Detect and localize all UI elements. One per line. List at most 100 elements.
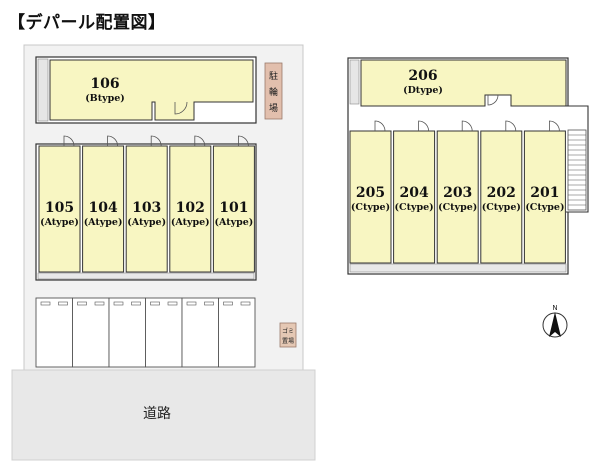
unit-204-number: 204 xyxy=(399,185,428,201)
unit-203-type: (Ctype) xyxy=(438,202,477,213)
parking-space-outline xyxy=(181,297,219,368)
door-icon xyxy=(150,135,162,147)
unit-101-number: 101 xyxy=(219,200,248,216)
unit-105: 105(Atype) xyxy=(38,135,81,273)
wheel-stop-icon xyxy=(186,301,197,306)
garbage-area: ゴミ 置場 xyxy=(279,322,297,348)
unit-106-number: 106 xyxy=(90,76,119,92)
unit-106 xyxy=(49,59,254,121)
staircase xyxy=(567,129,587,211)
door-icon xyxy=(194,135,206,147)
road-label: 道路 xyxy=(143,406,171,422)
building-right-balcony xyxy=(349,263,567,273)
building-left: 106 (Btype) 105(Atype)104(Atype)103(Atyp… xyxy=(35,56,257,281)
unit-104-number: 104 xyxy=(88,200,117,216)
unit-204-room xyxy=(393,130,436,264)
road xyxy=(11,369,316,461)
unit-203-room xyxy=(436,130,479,264)
unit-202: 202(Ctype) xyxy=(480,120,523,264)
unit-103-type: (Atype) xyxy=(127,217,166,228)
wheel-stop-icon xyxy=(223,301,233,306)
unit-206 xyxy=(360,59,567,107)
unit-104-type: (Atype) xyxy=(84,217,123,228)
unit-206-type: (Dtype) xyxy=(403,85,443,96)
door-icon xyxy=(487,94,499,106)
bicycle-parking-char-2: 輪 xyxy=(269,86,278,98)
wheel-stop-icon xyxy=(240,301,251,306)
unit-106-balcony xyxy=(37,58,49,122)
unit-105-number: 105 xyxy=(45,200,74,216)
wheel-stop-icon xyxy=(113,301,124,306)
unit-101-type: (Atype) xyxy=(215,217,254,228)
door-icon xyxy=(549,120,560,132)
unit-103-room xyxy=(125,145,168,273)
wheel-stop-icon xyxy=(77,301,87,306)
unit-105-room xyxy=(38,145,81,273)
wheel-stop-icon xyxy=(204,301,214,306)
north-arrow-icon xyxy=(549,312,561,337)
unit-104-room xyxy=(82,145,125,273)
wheel-stop-icon xyxy=(150,301,160,306)
door-icon xyxy=(374,120,386,132)
unit-202-type: (Ctype) xyxy=(482,202,521,213)
garbage-area-box xyxy=(279,322,297,348)
garbage-area-label-1: ゴミ xyxy=(282,327,294,335)
parking-space xyxy=(72,297,110,368)
page-title: 【デパール配置図】 xyxy=(8,13,166,33)
parking-space xyxy=(181,297,219,368)
unit-202-number: 202 xyxy=(487,185,516,201)
wheel-stop-icon xyxy=(58,301,68,306)
unit-204: 204(Ctype) xyxy=(393,120,436,264)
building-left-units: 105(Atype)104(Atype)103(Atype)102(Atype)… xyxy=(38,135,255,273)
unit-205-type: (Ctype) xyxy=(351,202,390,213)
wheel-stop-icon xyxy=(94,301,105,306)
unit-206-number: 206 xyxy=(408,68,437,84)
unit-205-room xyxy=(349,130,392,264)
parking-lot xyxy=(35,297,256,368)
parking-space-outline xyxy=(35,297,73,368)
parking-space-outline xyxy=(72,297,110,368)
unit-101-room xyxy=(212,145,255,273)
unit-201-number: 201 xyxy=(530,185,559,201)
unit-205: 205(Ctype) xyxy=(349,120,392,264)
building-left-balcony xyxy=(37,272,255,280)
unit-104: 104(Atype) xyxy=(82,135,125,273)
wheel-stop-icon xyxy=(167,301,178,306)
north-label: N xyxy=(552,304,557,312)
unit-201-room xyxy=(523,130,566,264)
bicycle-parking-char-1: 駐 xyxy=(269,70,278,82)
unit-204-type: (Ctype) xyxy=(395,202,434,213)
door-icon xyxy=(174,101,188,115)
parking-space-outline xyxy=(218,297,256,368)
wheel-stop-icon xyxy=(131,301,141,306)
building-right-units: 205(Ctype)204(Ctype)203(Ctype)202(Ctype)… xyxy=(349,120,566,264)
building-right-side-balcony xyxy=(349,59,360,105)
unit-101: 101(Atype) xyxy=(212,135,255,273)
parking-space-outline xyxy=(145,297,183,368)
unit-102: 102(Atype) xyxy=(169,135,212,273)
door-icon xyxy=(461,120,473,132)
unit-106-type: (Btype) xyxy=(85,93,125,104)
unit-105-type: (Atype) xyxy=(40,217,79,228)
north-arrow: N xyxy=(542,304,568,338)
parking-space-outline xyxy=(108,297,146,368)
door-icon xyxy=(418,120,429,132)
door-icon xyxy=(107,135,118,147)
unit-201: 201(Ctype) xyxy=(523,120,566,264)
unit-102-number: 102 xyxy=(176,200,205,216)
unit-203: 203(Ctype) xyxy=(436,120,479,264)
unit-201-type: (Ctype) xyxy=(525,202,564,213)
wheel-stop-icon xyxy=(40,301,51,306)
door-icon xyxy=(505,120,517,132)
bicycle-parking-area xyxy=(264,62,283,120)
parking-space xyxy=(108,297,146,368)
bicycle-parking-char-3: 場 xyxy=(269,102,278,114)
unit-102-room xyxy=(169,145,212,273)
garbage-area-label-2: 置場 xyxy=(282,337,294,345)
unit-102-type: (Atype) xyxy=(171,217,210,228)
parking-space xyxy=(35,297,73,368)
unit-202-room xyxy=(480,130,523,264)
unit-103-number: 103 xyxy=(132,200,161,216)
